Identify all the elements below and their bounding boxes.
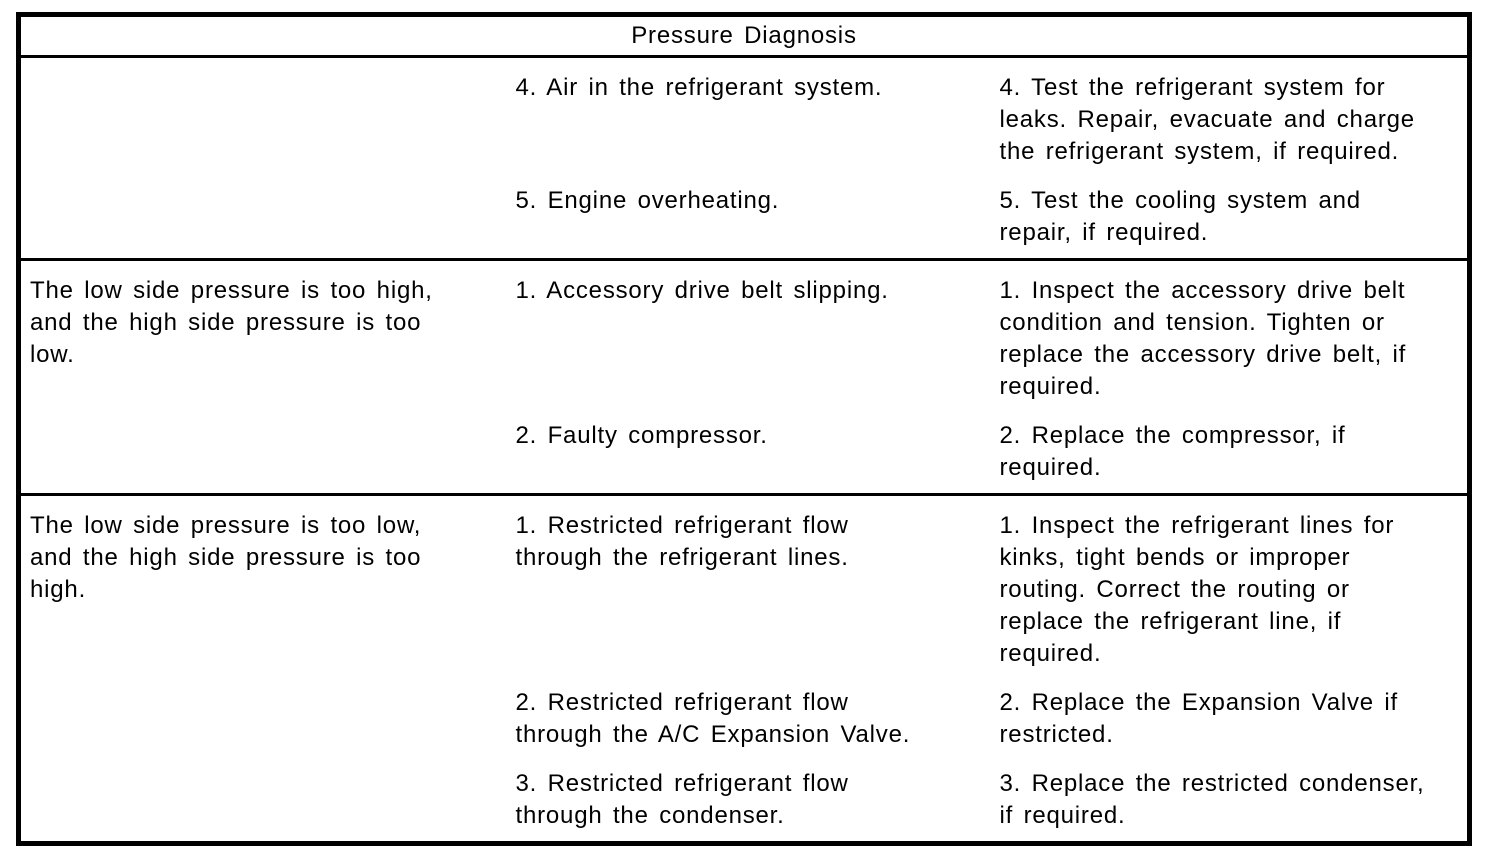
table-row: 2. Restricted refrigerant flow through t…: [19, 679, 1470, 760]
correction-cell: 5. Test the cooling system and repair, i…: [999, 187, 1361, 246]
manual-page: Pressure Diagnosis 4. Air in the refrige…: [0, 12, 1504, 854]
table-row: 5. Engine overheating. 5. Test the coolin…: [19, 177, 1470, 260]
correction-cell: 3. Replace the restricted condenser, if …: [999, 770, 1425, 829]
cause-cell: 4. Air in the refrigerant system.: [501, 55, 986, 177]
condition-cell: The low side pressure is too high, and t…: [18, 258, 502, 495]
cause-cell: 2. Restricted refrigerant flow through t…: [515, 689, 911, 748]
table-row: The low side pressure is too low, and th…: [18, 493, 1470, 844]
condition-cell: The low side pressure is too low, and th…: [18, 493, 502, 844]
correction-cell: 4. Test the refrigerant system for leaks…: [985, 55, 1470, 177]
cause-cell: 1. Restricted refrigerant flow through t…: [501, 493, 986, 679]
cause-cell: 1. Accessory drive belt slipping.: [501, 258, 986, 412]
table-title: Pressure Diagnosis: [631, 22, 857, 49]
cause-cell: 3. Restricted refrigerant flow through t…: [515, 770, 849, 829]
table-row: 2. Faulty compressor. 2. Replace the comp…: [19, 412, 1470, 495]
correction-cell: 2. Replace the Expansion Valve if restri…: [999, 689, 1399, 748]
correction-cell: 1. Inspect the accessory drive belt cond…: [985, 258, 1470, 412]
table-title-row: Pressure Diagnosis: [19, 15, 1470, 57]
pressure-diagnosis-table: Pressure Diagnosis 4. Air in the refrige…: [16, 12, 1473, 846]
table-row: 4. Air in the refrigerant system.4. Test…: [18, 55, 1470, 260]
correction-cell: 2. Replace the compressor, if required.: [999, 422, 1346, 481]
condition-cell: [18, 55, 502, 260]
correction-cell: 1. Inspect the refrigerant lines for kin…: [985, 493, 1470, 679]
cause-cell: 5. Engine overheating.: [515, 187, 780, 214]
table-row: The low side pressure is too high, and t…: [18, 258, 1470, 495]
cause-cell: 2. Faulty compressor.: [515, 422, 768, 449]
table-row: 3. Restricted refrigerant flow through t…: [19, 760, 1470, 844]
